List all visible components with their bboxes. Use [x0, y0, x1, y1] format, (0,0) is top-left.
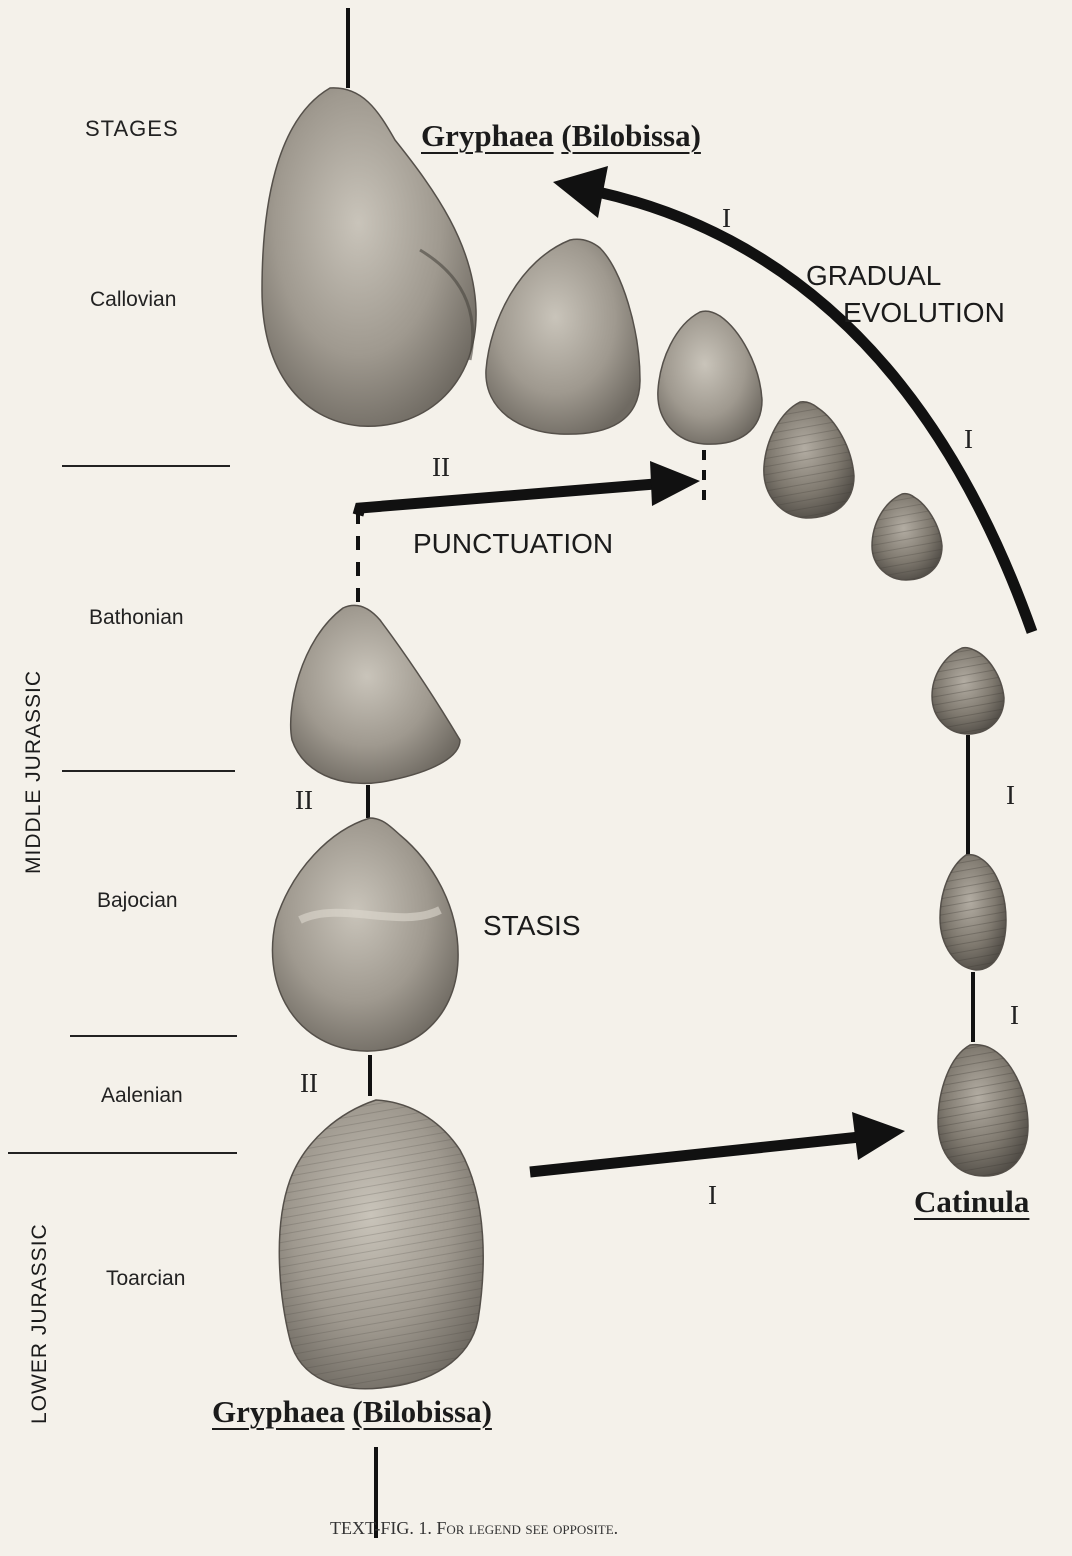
numeral-catinula-lower: I: [1010, 1000, 1019, 1031]
taxon-right: Catinula: [914, 1184, 1029, 1220]
stage-label-bajocian: Bajocian: [97, 889, 178, 913]
stages-header: STAGES: [85, 116, 179, 142]
shell-gradual-2: [658, 311, 762, 444]
taxon-bottom: Gryphaea (Bilobissa): [212, 1394, 492, 1430]
stage-label-aalenian: Aalenian: [101, 1084, 183, 1108]
shell-gradual-4-ribs: [872, 494, 942, 580]
series-label-lower-jurassic: LOWER JURASSIC: [28, 1223, 52, 1424]
label-gradual: GRADUAL: [806, 258, 941, 294]
catinula-arrow-head: [852, 1112, 905, 1160]
shell-catinula-2-ribs: [940, 855, 1006, 970]
gradual-arrow-head: [553, 166, 608, 218]
stage-label-toarcian: Toarcian: [106, 1267, 185, 1291]
punctuation-arrow-shaft: [358, 484, 655, 515]
numeral-gradual-mid: I: [964, 424, 973, 455]
label-stasis: STASIS: [483, 908, 581, 944]
punctuation-arrow-head: [650, 461, 700, 506]
figure-caption: TEXT-FIG. 1. For legend see opposite.: [330, 1518, 618, 1539]
numeral-stasis-upper: II: [295, 785, 313, 816]
numeral-catinula-arrow: I: [708, 1180, 717, 1211]
taxon-top-subgenus: (Bilobissa): [561, 118, 701, 153]
numeral-stasis-lower: II: [300, 1068, 318, 1099]
label-evolution: EVOLUTION: [843, 295, 1005, 331]
shell-gradual-1: [486, 239, 640, 434]
series-label-middle-jurassic: MIDDLE JURASSIC: [22, 670, 46, 874]
numeral-catinula-upper: I: [1006, 780, 1015, 811]
taxon-catinula: Catinula: [914, 1184, 1029, 1219]
label-punctuation: PUNCTUATION: [413, 526, 613, 562]
shell-bajocian: [272, 818, 458, 1051]
catinula-arrow-shaft: [530, 1137, 860, 1172]
taxon-top-genus: Gryphaea: [421, 118, 554, 153]
taxon-top: Gryphaea (Bilobissa): [421, 118, 701, 154]
taxon-bottom-subgenus: (Bilobissa): [352, 1394, 492, 1429]
stage-label-callovian: Callovian: [90, 288, 176, 312]
numeral-punctuation: II: [432, 452, 450, 483]
shell-gradual-3-ribs: [764, 402, 854, 518]
shell-catinula-1-ribs: [932, 648, 1004, 734]
shell-bathonian: [291, 605, 460, 783]
taxon-bottom-genus: Gryphaea: [212, 1394, 345, 1429]
numeral-gradual-top: I: [722, 203, 731, 234]
shell-toarcian-ribs: [279, 1100, 483, 1389]
stage-label-bathonian: Bathonian: [89, 606, 184, 630]
